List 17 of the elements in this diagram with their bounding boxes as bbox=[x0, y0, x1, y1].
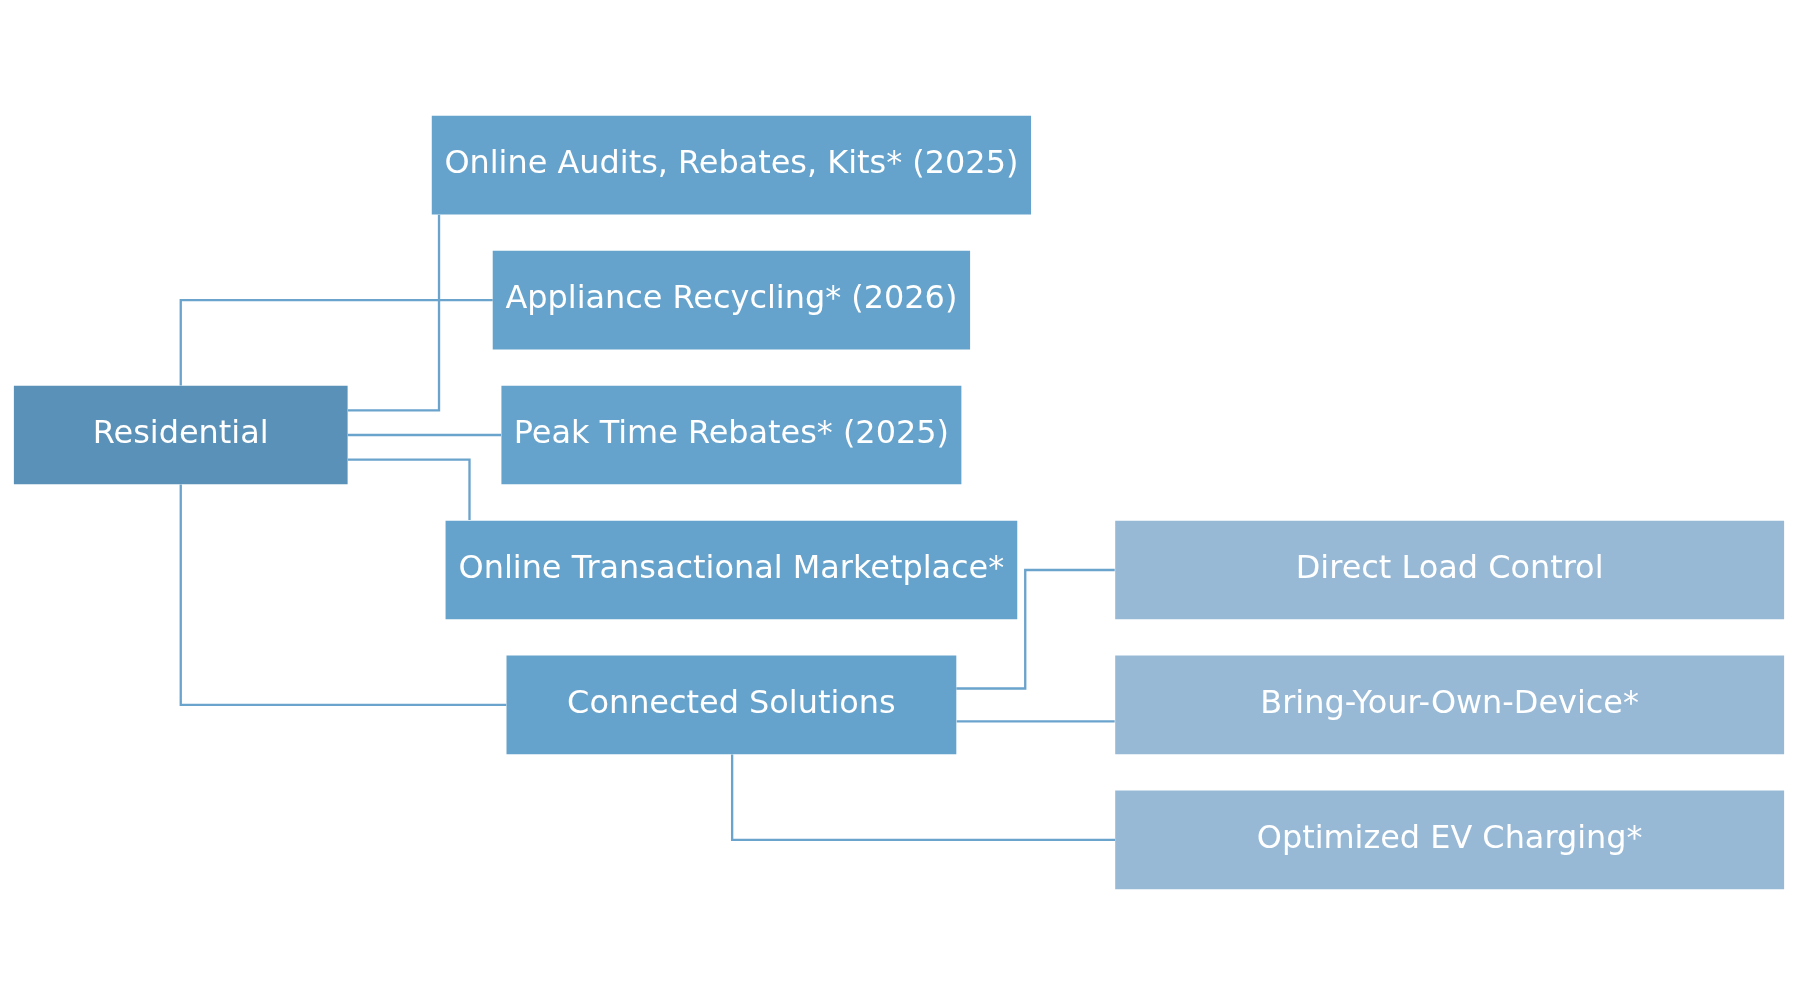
node-box: Online Audits, Rebates, Kits* (2025) bbox=[431, 115, 1032, 215]
node-box: Optimized EV Charging* bbox=[1115, 790, 1785, 890]
connector bbox=[347, 214, 441, 412]
connector bbox=[347, 458, 471, 520]
node-box: Appliance Recycling* (2026) bbox=[492, 250, 971, 350]
node-box: Residential bbox=[13, 385, 348, 485]
node-box: Connected Solutions bbox=[506, 655, 957, 755]
node-box: Online Transactional Marketplace* bbox=[445, 520, 1018, 620]
connector bbox=[179, 298, 493, 386]
connector bbox=[956, 568, 1115, 690]
connector bbox=[730, 754, 1116, 841]
node-box: Bring-Your-Own-Device* bbox=[1115, 655, 1785, 755]
connector bbox=[179, 484, 507, 707]
connector bbox=[956, 720, 1115, 723]
node-box: Direct Load Control bbox=[1115, 520, 1785, 620]
connector bbox=[347, 433, 502, 437]
node-box: Peak Time Rebates* (2025) bbox=[501, 385, 962, 485]
